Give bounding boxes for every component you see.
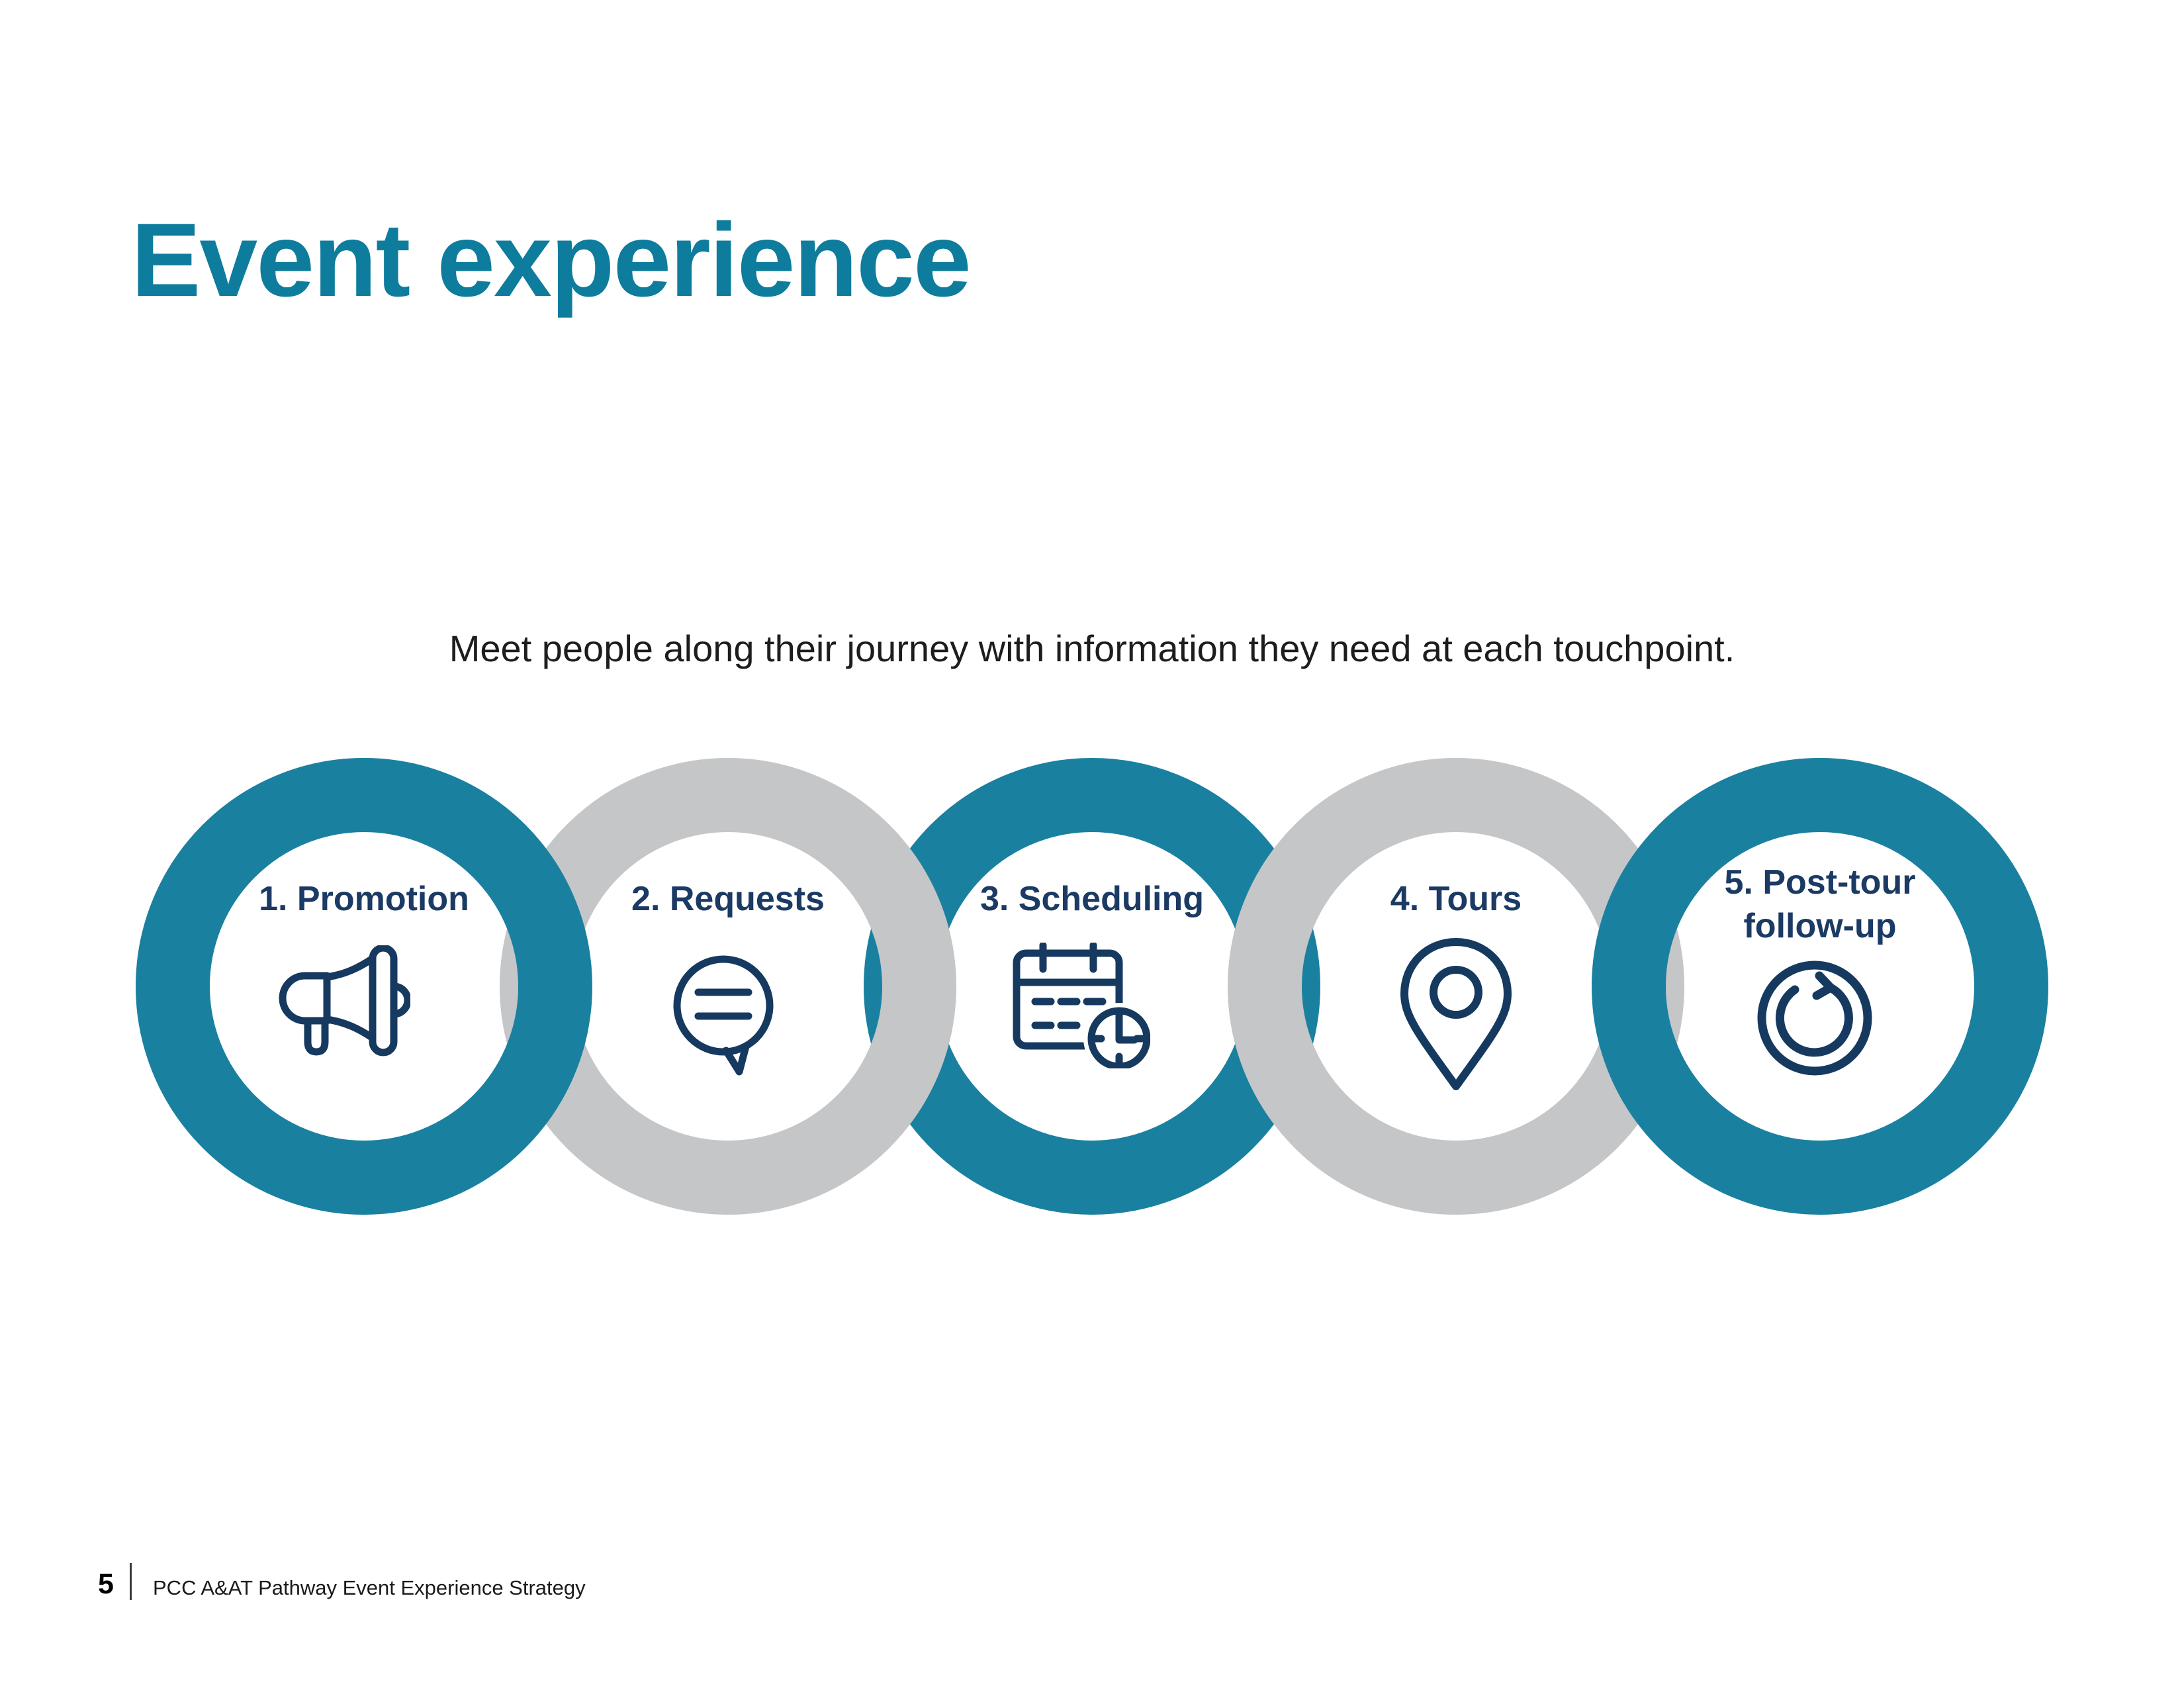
calendar-clock-icon (1013, 943, 1150, 1068)
footer-divider (130, 1563, 132, 1600)
page-title: Event experience (131, 201, 972, 318)
step-label-post-tour-line1: 5. Post-tour (1724, 863, 1916, 902)
step-label-tours: 4. Tours (1390, 880, 1522, 918)
step-label-post-tour-line2: follow-up (1743, 907, 1897, 945)
map-pin-icon (1400, 938, 1512, 1090)
step-label-promotion: 1. Promotion (259, 880, 469, 918)
step-label-post-tour: 5. Post-tour follow-up (1592, 861, 2048, 948)
slide-subtitle: Meet people along their journey with inf… (449, 628, 1735, 669)
page-number: 5 (98, 1568, 114, 1600)
step-label-scheduling: 3. Scheduling (979, 880, 1205, 918)
speech-bubble-icon (673, 955, 774, 1076)
footer-text: PCC A&AT Pathway Event Experience Strate… (153, 1576, 586, 1599)
megaphone-icon (279, 945, 410, 1056)
refresh-icon (1757, 961, 1872, 1076)
step-label-requests: 2. Requests (631, 880, 825, 918)
